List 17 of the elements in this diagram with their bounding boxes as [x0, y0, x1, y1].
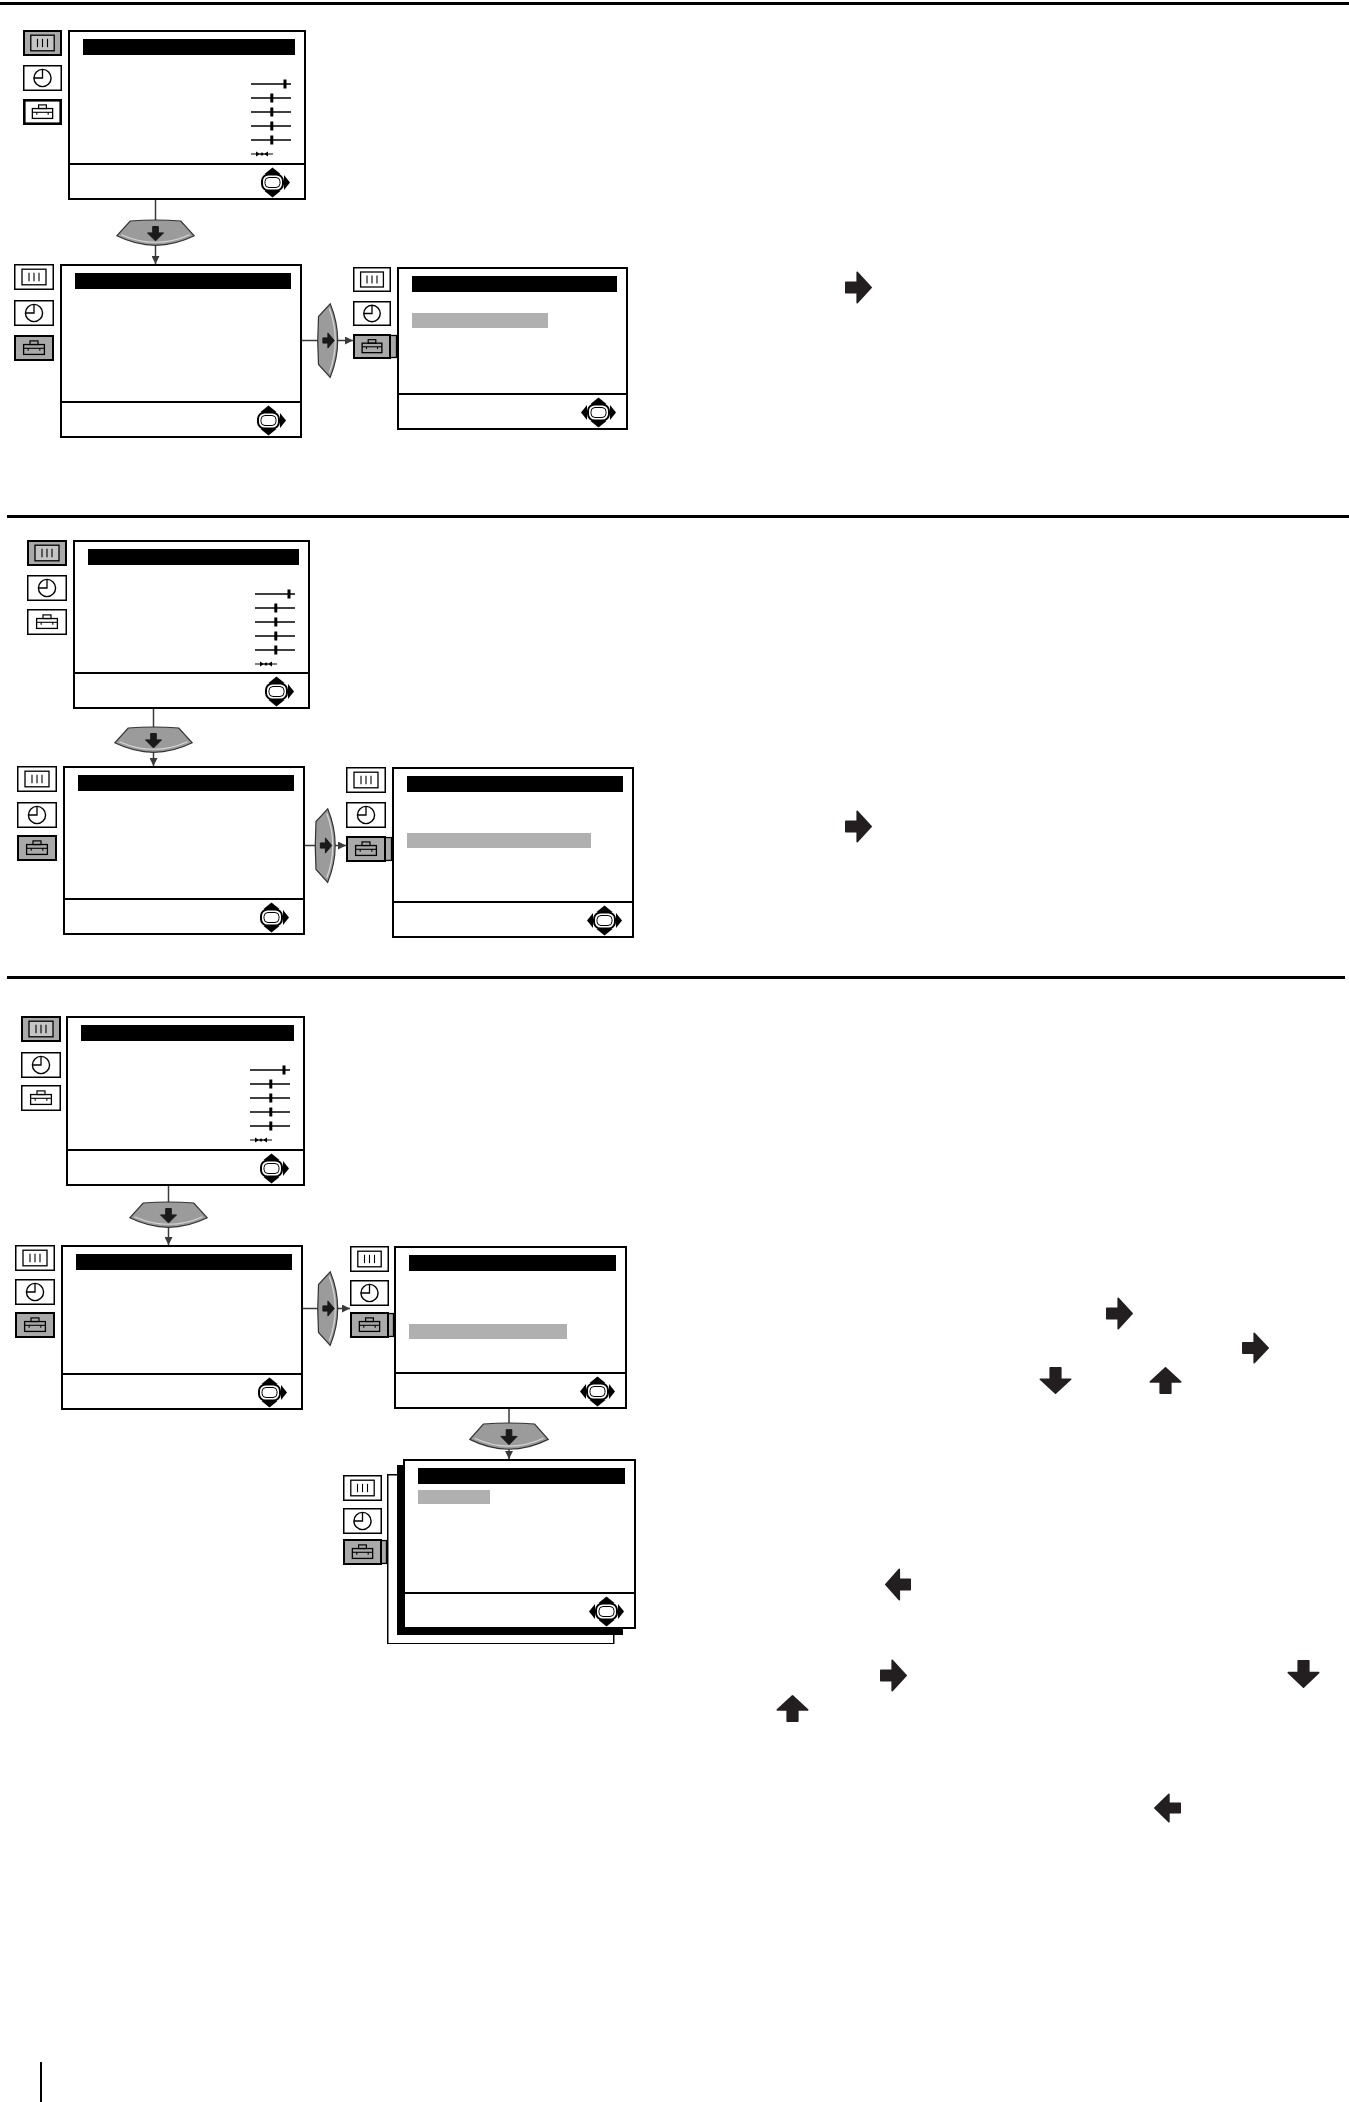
- menu-screen: [23, 30, 306, 200]
- menu-screen: [350, 1246, 627, 1409]
- menu-screen: [27, 540, 310, 709]
- arrow-button-connector: [114, 708, 193, 767]
- menu-screen: [343, 1459, 636, 1644]
- menu-screen: [353, 267, 628, 430]
- menu-screen: [346, 767, 634, 938]
- menu-screen: [15, 1245, 303, 1410]
- menu-screen: [14, 264, 302, 438]
- arrow-button-connector: [469, 1408, 549, 1460]
- arrow-button-connector: [116, 199, 195, 265]
- arrow-button-connector: [129, 1185, 208, 1246]
- arrow-button-connector: [302, 1271, 351, 1346]
- menu-screen: [21, 1016, 305, 1186]
- arrow-button-connector: [304, 808, 347, 883]
- menu-screen: [17, 766, 305, 935]
- arrow-button-connector: [301, 303, 354, 378]
